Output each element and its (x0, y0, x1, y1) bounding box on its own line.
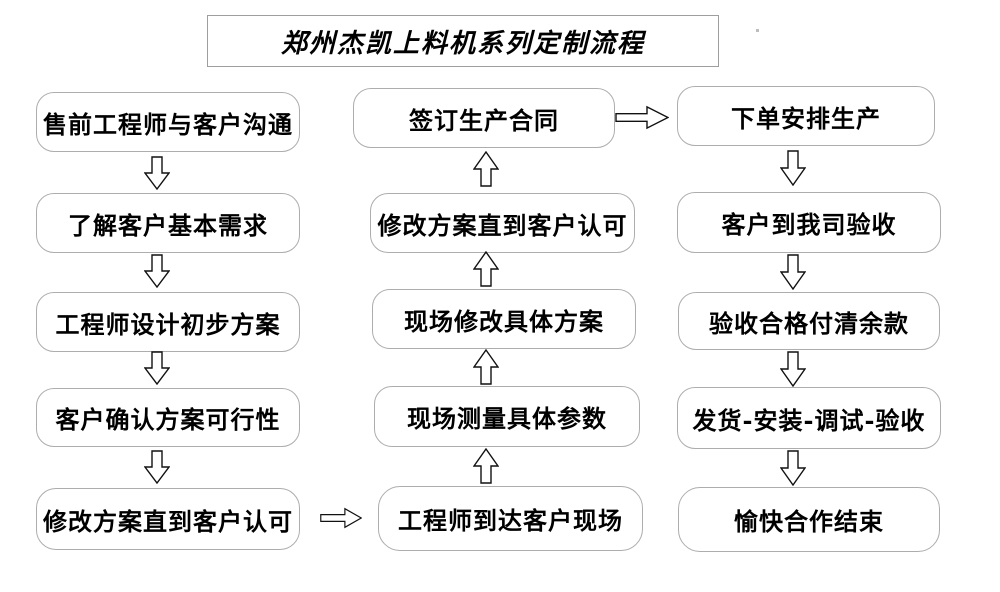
down-arrow-icon (779, 254, 807, 291)
up-arrow-icon (472, 348, 500, 385)
flow-node-customer-acceptance-visit: 客户到我司验收 (677, 192, 941, 253)
flow-node-place-order-production: 下单安排生产 (677, 86, 935, 146)
up-arrow-icon (472, 150, 500, 187)
flow-node-confirm-feasibility: 客户确认方案可行性 (36, 388, 300, 447)
flow-node-sign-contract: 签订生产合同 (353, 88, 615, 148)
flow-node-understand-needs: 了解客户基本需求 (36, 193, 300, 253)
flow-node-onsite-modify-plan: 现场修改具体方案 (372, 289, 636, 349)
flow-node-engineer-arrives-site: 工程师到达客户现场 (378, 486, 643, 551)
flow-node-pay-balance: 验收合格付清余款 (678, 292, 940, 350)
flowchart-title: 郑州杰凯上料机系列定制流程 (207, 15, 719, 67)
flow-node-revise-until-approved-1: 修改方案直到客户认可 (36, 488, 300, 550)
speck-artifact (756, 29, 759, 32)
flow-node-cooperation-end: 愉快合作结束 (678, 487, 940, 552)
right-arrow-icon (320, 507, 363, 529)
down-arrow-icon (779, 150, 807, 187)
flow-node-revise-until-approved-2: 修改方案直到客户认可 (370, 193, 635, 253)
down-arrow-icon (143, 156, 171, 191)
down-arrow-icon (143, 351, 171, 386)
flow-node-onsite-measure-params: 现场测量具体参数 (374, 386, 640, 447)
up-arrow-icon (472, 447, 500, 484)
flow-node-ship-install-debug-accept: 发货-安装-调试-验收 (677, 387, 941, 449)
down-arrow-icon (779, 351, 807, 388)
down-arrow-icon (779, 450, 807, 487)
flow-node-presales-communication: 售前工程师与客户沟通 (36, 92, 300, 152)
up-arrow-icon (472, 250, 500, 287)
right-arrow-icon (615, 105, 670, 130)
flow-node-preliminary-design: 工程师设计初步方案 (36, 292, 300, 352)
down-arrow-icon (143, 254, 171, 289)
down-arrow-icon (143, 450, 171, 485)
